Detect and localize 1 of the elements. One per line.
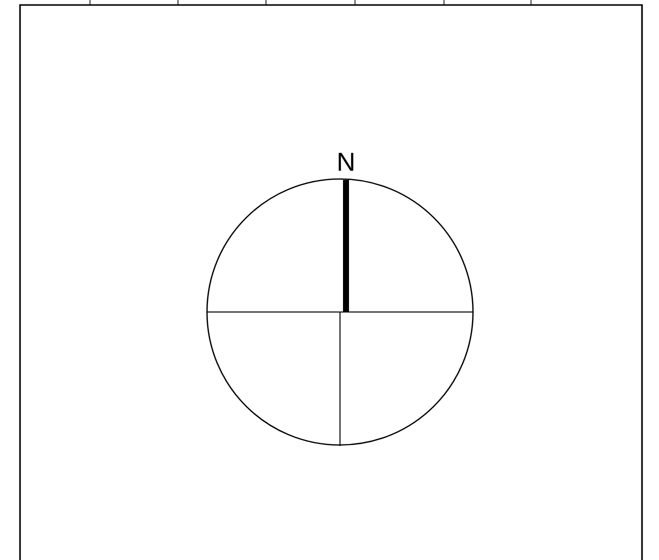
direction-label: N: [338, 152, 354, 171]
